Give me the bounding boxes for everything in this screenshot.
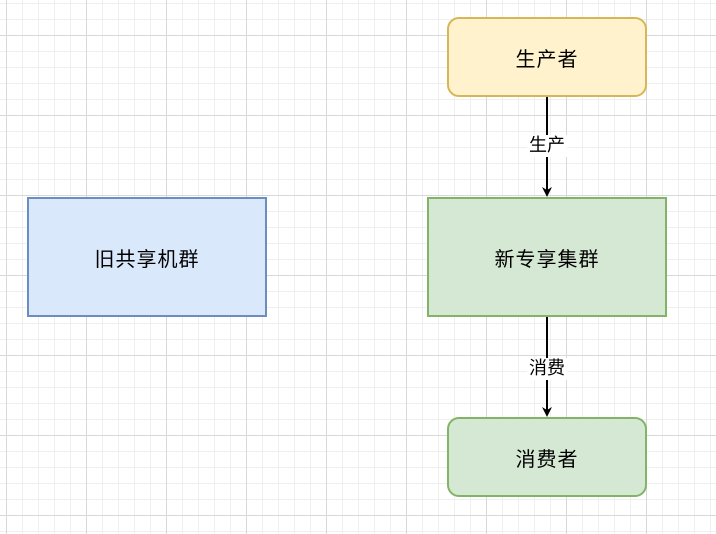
node-producer-label: 生产者 <box>515 46 579 71</box>
node-consumer[interactable]: 消费者 <box>447 417 647 497</box>
node-new-dedicated-cluster-label: 新专享集群 <box>494 246 600 271</box>
node-old-shared-cluster-label: 旧共享机群 <box>94 246 200 271</box>
edge-label-produce: 生产 <box>527 135 567 157</box>
node-old-shared-cluster[interactable]: 旧共享机群 <box>27 197 267 317</box>
node-new-dedicated-cluster[interactable]: 新专享集群 <box>427 197 667 317</box>
node-producer[interactable]: 生产者 <box>447 17 647 97</box>
edge-label-consume: 消费 <box>527 358 567 380</box>
node-consumer-label: 消费者 <box>515 446 579 471</box>
